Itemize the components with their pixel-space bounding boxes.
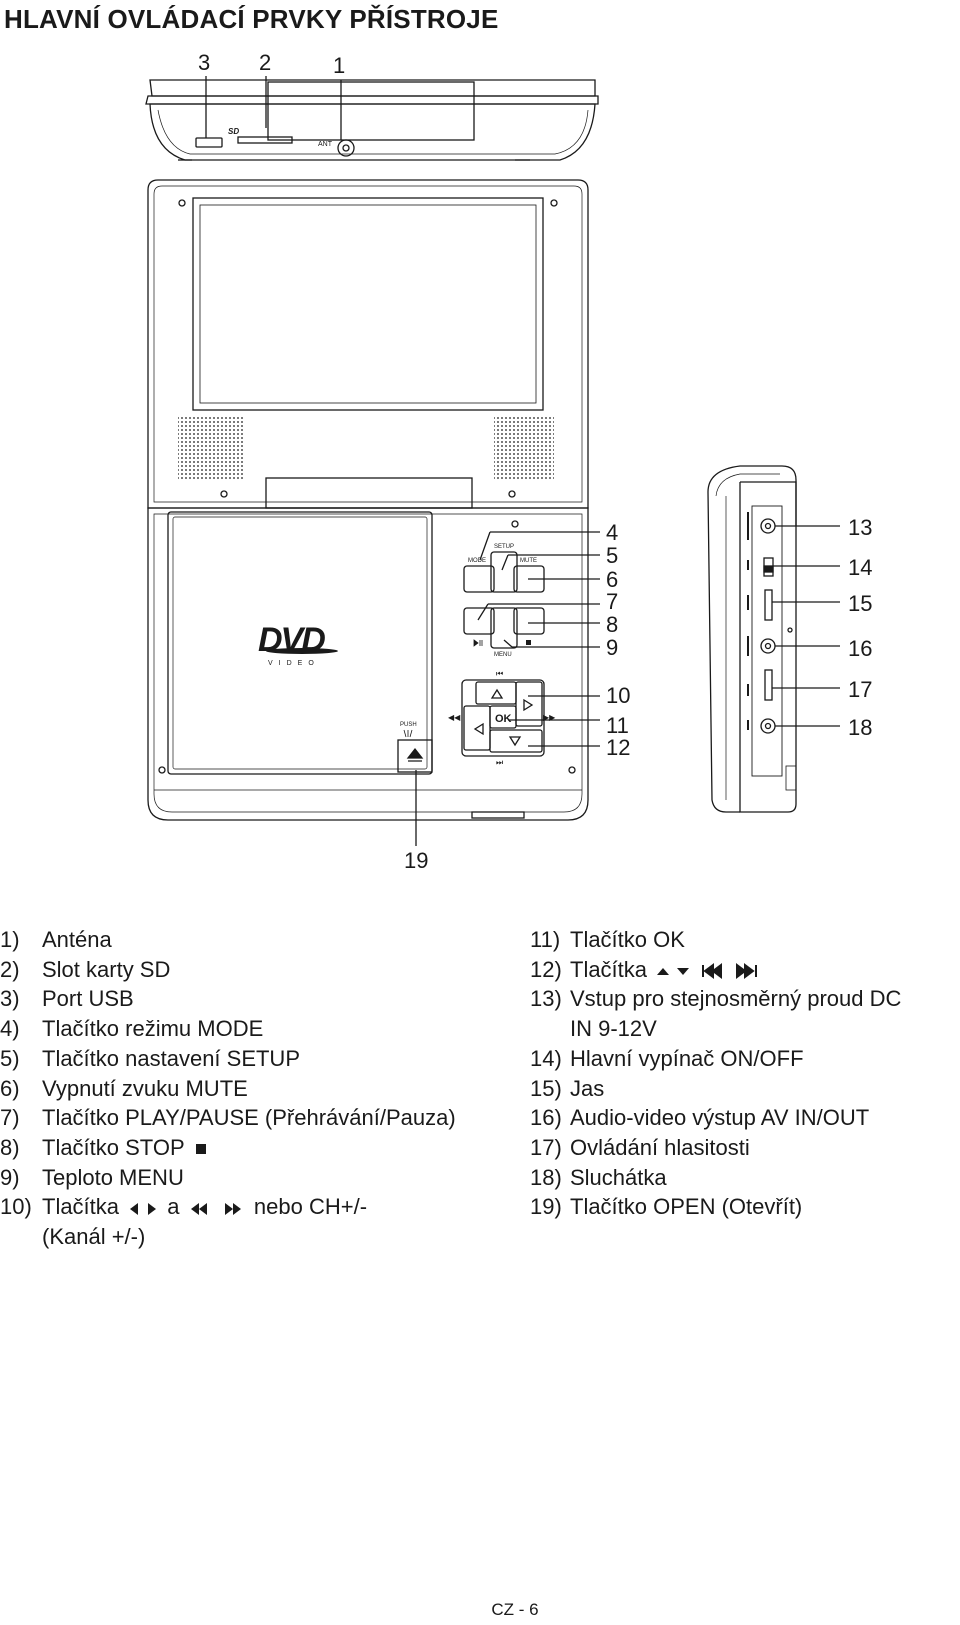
callout-18: 18	[848, 715, 872, 740]
legend-left: 1)Anténa 2)Slot karty SD 3)Port USB 4)Tl…	[0, 925, 520, 1252]
menu-button[interactable]	[490, 607, 518, 649]
callout-7: 7	[606, 589, 618, 614]
right-button[interactable]	[515, 681, 543, 727]
ff-icon: ▶▶	[543, 713, 556, 722]
play-pause-icon	[473, 639, 483, 647]
callout-16: 16	[848, 636, 872, 661]
right-arrow-icon	[148, 1202, 157, 1215]
down-arrow-icon	[508, 736, 522, 747]
down-arrow-icon	[677, 967, 690, 975]
callout-15: 15	[848, 591, 872, 616]
legend-right: 11)Tlačítko OK 12)Tlačítka 13)Vstup pro …	[530, 925, 960, 1222]
callout-3: 3	[198, 50, 210, 75]
callout-6: 6	[606, 567, 618, 592]
callout-9: 9	[606, 635, 618, 660]
callout-2: 2	[259, 50, 271, 75]
legend-item-4: 4)Tlačítko režimu MODE	[0, 1016, 264, 1042]
legend-item-12: 12)Tlačítka	[530, 955, 960, 985]
legend-item-13-continuation: IN 9-12V	[570, 1016, 657, 1042]
skip-next-icon	[736, 962, 758, 979]
legend-item-5: 5)Tlačítko nastavení SETUP	[0, 1045, 300, 1071]
legend-item-2: 2)Slot karty SD	[0, 956, 171, 982]
prev-icon: ⏮	[496, 669, 503, 678]
ok-label: OK	[495, 713, 512, 725]
legend-item-16: 16)Audio-video výstup AV IN/OUT	[530, 1105, 870, 1131]
sd-label: SD	[228, 127, 239, 136]
next-icon: ⏭	[496, 758, 503, 767]
stop-icon	[196, 1144, 207, 1155]
setup-button[interactable]	[490, 551, 518, 593]
callout-17: 17	[848, 677, 872, 702]
side-view: 13 14 15 16 17 18	[707, 465, 872, 813]
left-arrow-icon	[473, 722, 484, 736]
up-button[interactable]	[475, 681, 517, 705]
skip-previous-icon	[702, 962, 723, 979]
top-view: 3 2 1 SD ANT	[145, 50, 599, 161]
page-title: HLAVNÍ OVLÁDACÍ PRVKY PŘÍSTROJE	[4, 4, 499, 34]
legend-item-18: 18)Sluchátka	[530, 1164, 667, 1190]
legend-item-6: 6)Vypnutí zvuku MUTE	[0, 1075, 248, 1101]
callout-11: 11	[606, 713, 629, 738]
mute-label: MUTE	[520, 558, 537, 564]
legend-item-19: 19)Tlačítko OPEN (Otevřít)	[530, 1194, 803, 1220]
play-pause-button[interactable]	[463, 607, 495, 635]
legend-item-15: 15)Jas	[530, 1075, 605, 1101]
callout-12: 12	[606, 735, 630, 760]
up-arrow-icon	[490, 688, 504, 699]
legend-item-10: 10)Tlačítka a nebo CH+/-	[0, 1194, 368, 1220]
legend-item-11: 11)Tlačítko OK	[530, 927, 685, 952]
up-arrow-icon	[657, 967, 670, 975]
stop-icon	[526, 640, 531, 645]
stop-button[interactable]	[513, 607, 545, 635]
eject-icon	[406, 747, 424, 762]
setup-label: SETUP	[494, 544, 514, 550]
legend-item-10-continuation: (Kanál +/-)	[42, 1224, 146, 1250]
rew-icon: ◀◀	[448, 713, 461, 722]
mode-button[interactable]	[463, 565, 495, 593]
callout-13: 13	[848, 515, 872, 540]
down-button[interactable]	[489, 729, 543, 753]
callout-1: 1	[333, 53, 345, 78]
callout-14: 14	[848, 555, 872, 580]
legend-item-8: 8)Tlačítko STOP	[0, 1133, 520, 1163]
legend-item-3: 3)Port USB	[0, 986, 134, 1012]
callout-10: 10	[606, 683, 630, 708]
legend-item-9: 9)Teploto MENU	[0, 1164, 184, 1190]
mode-label: MODE	[468, 558, 486, 564]
front-view: DVD VIDEO PUSH MODE SETUP MUTE MENU ⏮ ◀◀…	[147, 179, 630, 873]
fast-forward-icon	[224, 1202, 241, 1215]
legend-item-17: 17)Ovládání hlasitosti	[530, 1134, 750, 1160]
rewind-icon	[190, 1202, 207, 1215]
ant-label: ANT	[318, 141, 333, 148]
legend-item-13: 13)Vstup pro stejnosměrný proud DC	[530, 986, 902, 1012]
device-diagram: 3 2 1 SD ANT	[145, 50, 872, 873]
callout-8: 8	[606, 612, 618, 637]
callout-5: 5	[606, 543, 618, 568]
legend-item-7: 7)Tlačítko PLAY/PAUSE (Přehrávání/Pauza)	[0, 1105, 456, 1131]
callout-19: 19	[404, 848, 428, 873]
push-label: PUSH	[400, 722, 417, 728]
legend-item-14: 14)Hlavní vypínač ON/OFF	[530, 1045, 804, 1071]
menu-label: MENU	[494, 652, 512, 658]
dvd-video-label: VIDEO	[268, 660, 320, 667]
right-arrow-icon	[523, 698, 534, 712]
callout-4: 4	[606, 520, 618, 545]
legend-item-1: 1)Anténa	[0, 927, 112, 952]
left-button[interactable]	[463, 705, 491, 751]
page-number: CZ - 6	[491, 1600, 539, 1619]
left-arrow-icon	[130, 1202, 139, 1215]
